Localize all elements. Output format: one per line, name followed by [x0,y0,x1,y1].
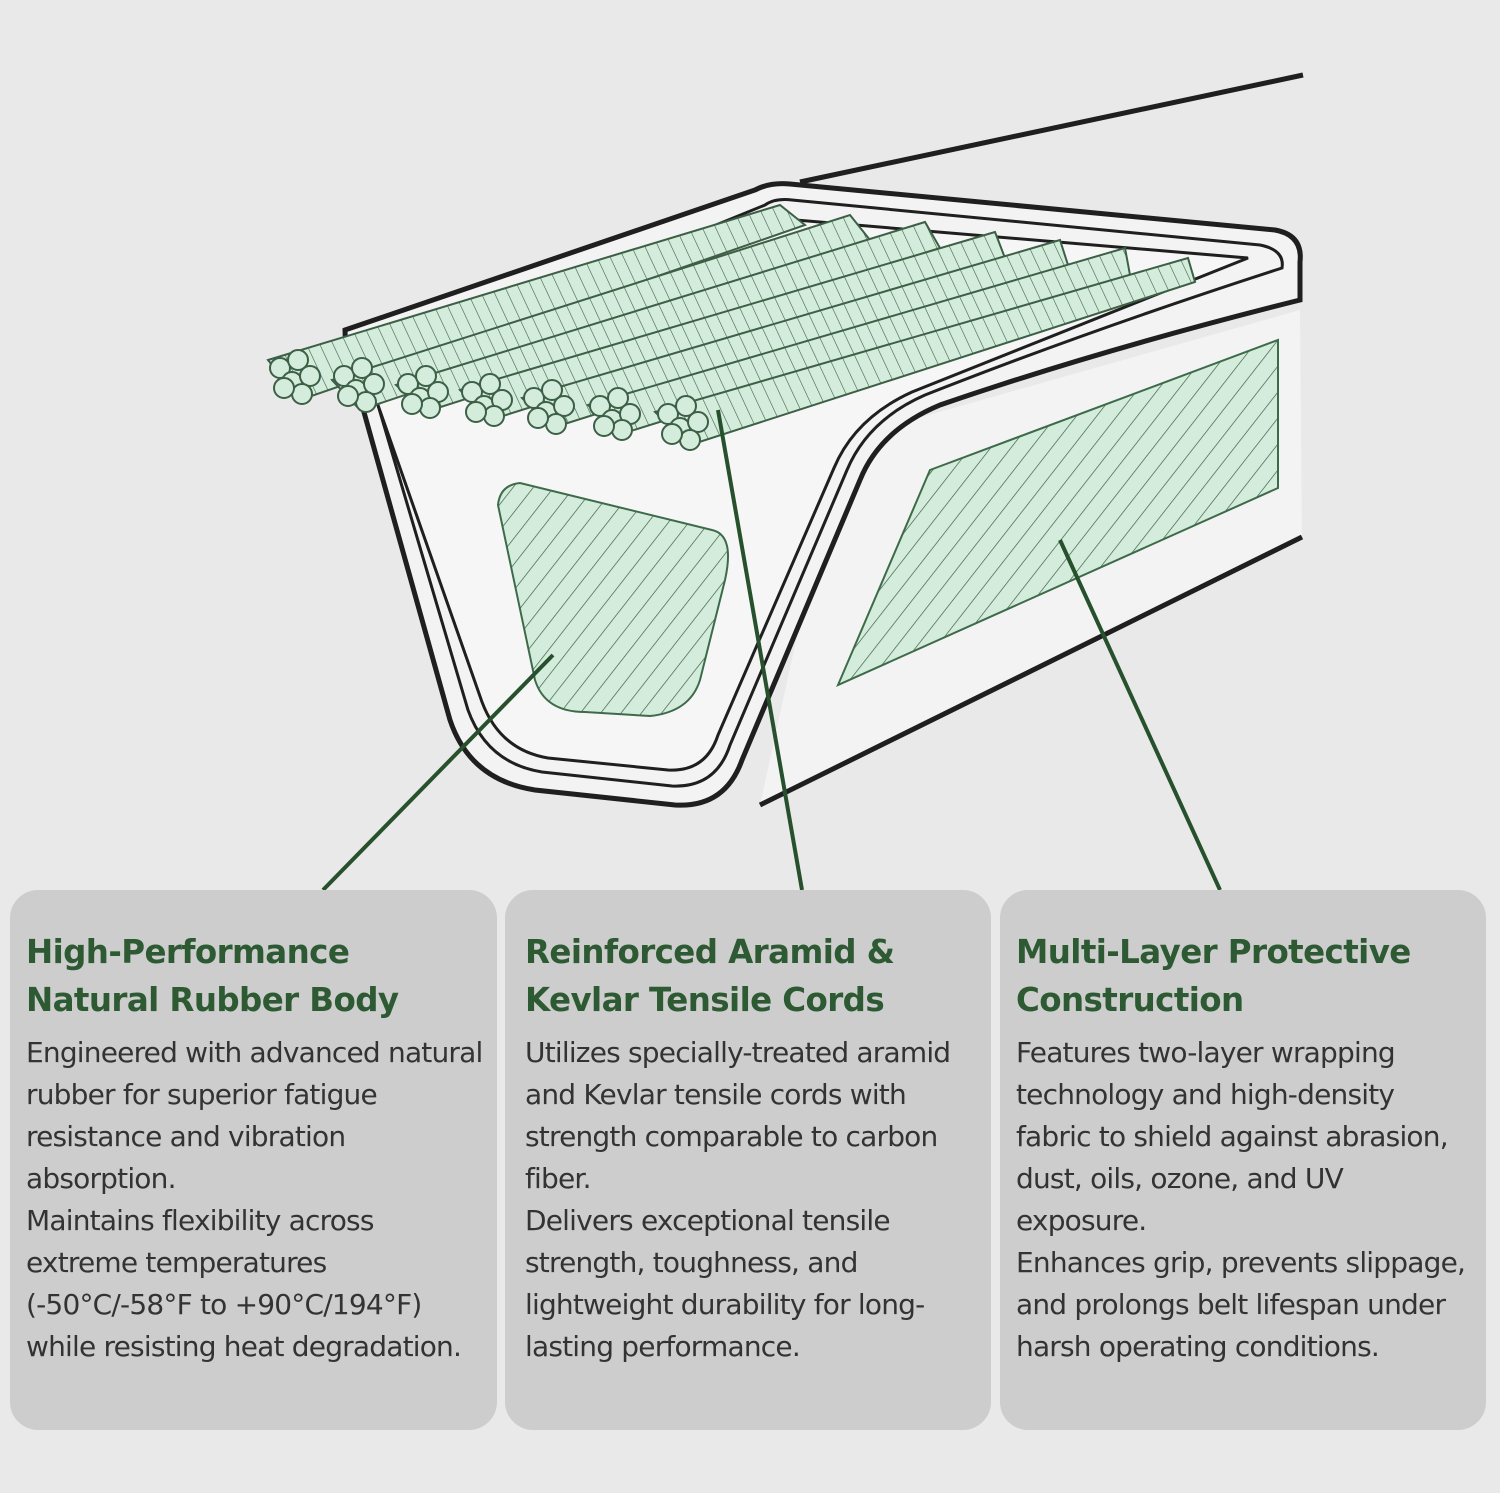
rubber-body-hatch-front [496,481,729,718]
callout-body: Utilizes specially-treated aramid and Ke… [525,1036,951,1363]
tensile-cords [266,203,1197,447]
leader-line-tensile-cords [716,409,804,891]
callout-card-rubber-body: High-Performance Natural Rubber Body Eng… [10,890,497,1430]
callout-body: Engineered with advanced natural rubber … [26,1036,483,1363]
leader-line-rubber-body [321,653,555,892]
leader-line-protective-layer [1058,539,1222,891]
callout-title: High-Performance Natural Rubber Body [26,933,399,1019]
callout-card-tensile-cords: Reinforced Aramid & Kevlar Tensile Cords… [505,890,991,1430]
rubber-body-hatch-side [836,338,1279,687]
callout-body: Features two-layer wrapping technology a… [1016,1036,1466,1363]
belt-top-edge [799,72,1304,185]
cord-ends [269,349,709,451]
callout-title: Reinforced Aramid & Kevlar Tensile Cords [525,933,895,1019]
callout-title: Multi-Layer Protective Construction [1016,933,1411,1019]
callout-card-protective-construction: Multi-Layer Protective Construction Feat… [1000,890,1486,1430]
